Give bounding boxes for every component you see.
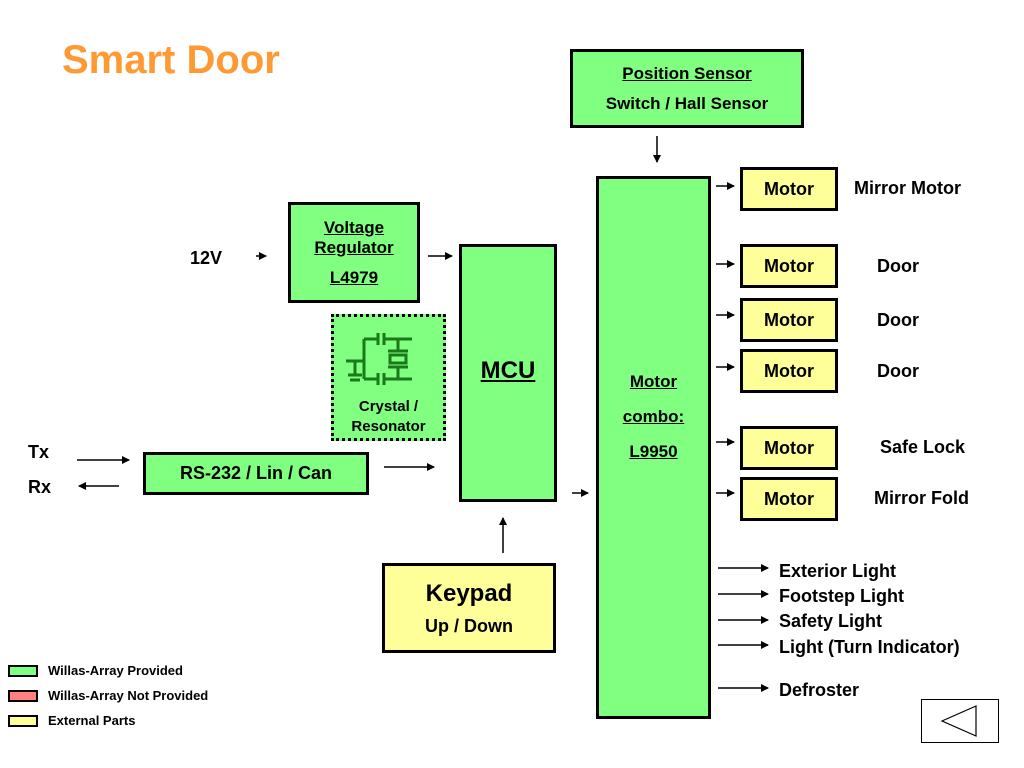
- output-defroster: Defroster: [779, 680, 860, 700]
- motor-combo-part: L9950: [629, 442, 678, 461]
- motor-name-5: Safe Lock: [880, 437, 966, 457]
- comm-interface-box: RS-232 / Lin / Can: [143, 452, 369, 495]
- legend-label-external: External Parts: [48, 713, 136, 728]
- motor-name-2: Door: [877, 256, 919, 276]
- rx-label: Rx: [28, 477, 52, 497]
- motor-name-3: Door: [877, 310, 919, 330]
- motor-name-6: Mirror Fold: [874, 488, 969, 508]
- legend-item-external: External Parts: [8, 713, 135, 728]
- output-footstep-light: Footstep Light: [779, 586, 904, 606]
- position-sensor-subtitle: Switch / Hall Sensor: [605, 93, 769, 113]
- legend-item-provided: Willas-Array Provided: [8, 663, 183, 678]
- crystal-resonator-box: Crystal / Resonator: [331, 314, 446, 441]
- motor-box-5: Motor: [740, 426, 838, 470]
- legend-label-not-provided: Willas-Array Not Provided: [48, 688, 209, 703]
- input-12v-label: 12V: [190, 248, 223, 268]
- legend-item-not-provided: Willas-Array Not Provided: [8, 688, 208, 703]
- crystal-resonator-icon: [346, 333, 412, 385]
- voltage-regulator-box: Voltage Regulator L4979: [288, 202, 420, 303]
- motor-box-1: Motor: [740, 167, 838, 211]
- motor-box-2: Motor: [740, 244, 838, 288]
- output-turn-indicator: Light (Turn Indicator): [779, 637, 960, 657]
- voltage-regulator-line1: Voltage: [323, 217, 385, 237]
- motor-combo-line1: Motor: [629, 372, 678, 391]
- back-triangle-icon: [940, 705, 977, 737]
- keypad-title: Keypad: [425, 579, 513, 607]
- motor-name-1: Mirror Motor: [854, 178, 961, 198]
- legend-label-provided: Willas-Array Provided: [48, 663, 183, 678]
- crystal-label-line2: Resonator: [351, 418, 426, 435]
- legend-swatch-provided: [8, 664, 38, 677]
- comm-interface-label: RS-232 / Lin / Can: [179, 463, 333, 483]
- position-sensor-title: Position Sensor: [622, 63, 752, 83]
- motor-box-3: Motor: [740, 298, 838, 342]
- voltage-regulator-part: L4979: [329, 267, 379, 287]
- page-title: Smart Door: [62, 38, 280, 82]
- output-exterior-light: Exterior Light: [779, 561, 897, 581]
- output-safety-light: Safety Light: [779, 611, 883, 631]
- keypad-box: Keypad Up / Down: [382, 563, 556, 653]
- legend-swatch-external: [8, 714, 38, 727]
- mcu-label: MCU: [480, 357, 536, 384]
- legend-swatch-not-provided: [8, 689, 38, 702]
- motor-box-4: Motor: [740, 349, 838, 393]
- back-button[interactable]: [921, 699, 999, 743]
- motor-name-4: Door: [877, 361, 919, 381]
- keypad-subtitle: Up / Down: [425, 615, 513, 636]
- motor-combo-line2: combo:: [622, 407, 685, 426]
- tx-label: Tx: [28, 442, 50, 462]
- crystal-label-line1: Crystal /: [358, 398, 419, 415]
- motor-box-6: Motor: [740, 477, 838, 521]
- motor-combo-box: Motor combo: L9950: [596, 176, 711, 719]
- mcu-box: MCU: [459, 244, 557, 502]
- voltage-regulator-line2: Regulator: [314, 237, 394, 257]
- position-sensor-box: Position Sensor Switch / Hall Sensor: [570, 49, 804, 128]
